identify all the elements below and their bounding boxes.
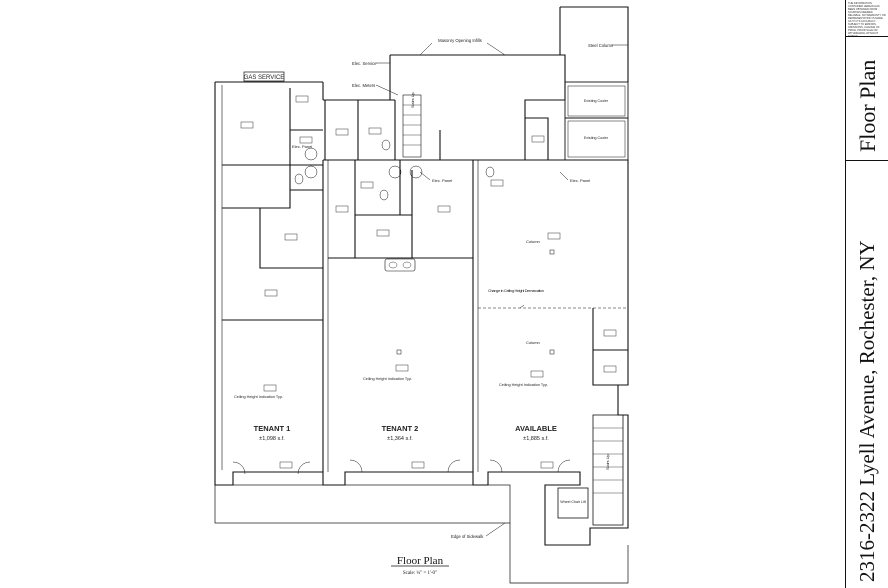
stairs-up-2-label: Stairs Up bbox=[606, 454, 610, 470]
column-1-label: Column bbox=[526, 239, 540, 244]
title-block-note: THE INFORMATION CONTAINED HEREIN HAS BEE… bbox=[848, 2, 886, 37]
sidewalk-boundary bbox=[214, 484, 511, 524]
wheelchair-lift-label: Wheel Chair Lift bbox=[560, 500, 586, 504]
masonry-label: Masonry Opening Infills bbox=[438, 38, 482, 43]
gas-service-label: GAS SERVICE bbox=[244, 75, 285, 81]
elec-panel-1-label: Elec. Panel bbox=[292, 144, 312, 149]
existing-cooler-2-label: Existing Cooler bbox=[584, 136, 609, 140]
ceiling-indication-3-label: Ceiling Height Indication Typ. bbox=[499, 383, 548, 387]
column-2-label: Column bbox=[526, 340, 540, 345]
project-address: 2316-2322 Lyell Avenue, Rochester, NY bbox=[855, 240, 879, 582]
steel-column-label: Steel Column bbox=[588, 43, 614, 48]
title-block-divider-2 bbox=[845, 160, 888, 161]
elec-panel-2-label: Elec. Panel bbox=[432, 178, 452, 183]
ceiling-indication-1-label: Ceiling Height Indication Typ. bbox=[234, 395, 283, 399]
available-area: ±1,885 s.f. bbox=[523, 436, 549, 442]
sheet-title: Floor Plan bbox=[855, 59, 880, 152]
tenant2-area: ±1,364 s.f. bbox=[387, 436, 413, 442]
site-boundary bbox=[509, 523, 629, 584]
available-name: AVAILABLE bbox=[515, 424, 557, 433]
edge-sidewalk-label: Edge of Sidewalk bbox=[451, 534, 484, 539]
elec-meters-label: Elec. Meters bbox=[352, 83, 375, 88]
tenant1-area: ±1,098 s.f. bbox=[259, 436, 285, 442]
ceiling-indication-2-label: Ceiling Height Indication Typ. bbox=[363, 377, 412, 381]
stairs-up-1-label: Stairs Up bbox=[411, 92, 415, 108]
tenant1-name: TENANT 1 bbox=[254, 424, 291, 433]
tenant2-name: TENANT 2 bbox=[382, 424, 419, 433]
building-outline bbox=[214, 82, 629, 546]
title-block-divider-1 bbox=[845, 36, 888, 37]
elec-panel-3-label: Elec. Panel bbox=[570, 178, 590, 183]
drawing-scale: Scale: ¼" = 1'-0" bbox=[403, 571, 437, 576]
title-block bbox=[845, 0, 888, 588]
change-ceiling-label: Change in Ceiling Height Demarcation bbox=[488, 288, 544, 293]
drawing-title: Floor Plan bbox=[397, 555, 444, 567]
existing-cooler-1-label: Existing Cooler bbox=[584, 99, 609, 103]
elec-service-label: Elec. Service bbox=[352, 61, 377, 66]
gas-service-tag bbox=[243, 71, 285, 82]
